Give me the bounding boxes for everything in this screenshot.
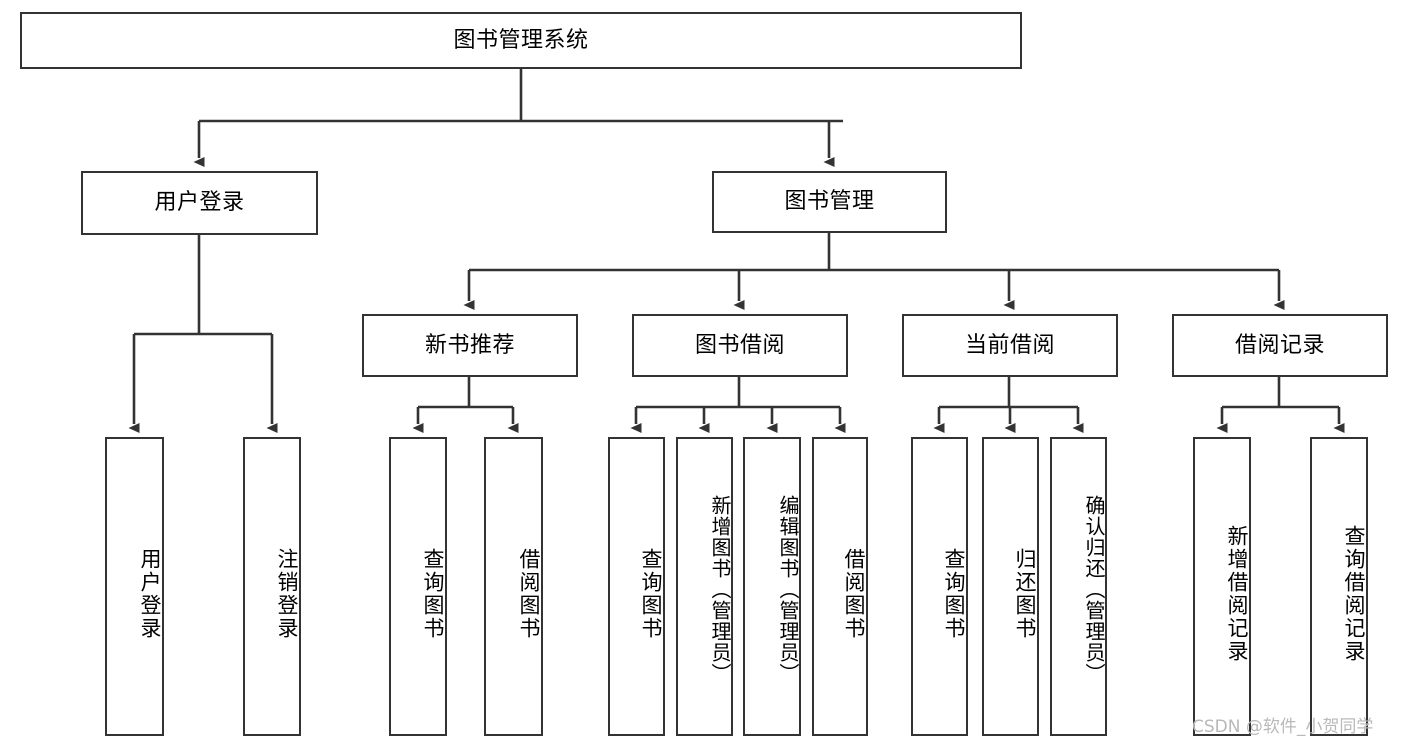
leaf-record-query-record[interactable]: 查询借阅记录 xyxy=(1310,437,1368,736)
node-book-borrow[interactable]: 图书借阅 xyxy=(632,314,848,377)
leaf-newbook-query-books[interactable]: 查询图书 xyxy=(389,437,447,736)
leaf-newbook-borrow-books[interactable]: 借阅图书 xyxy=(484,437,543,736)
node-new-book-recommend[interactable]: 新书推荐 xyxy=(362,314,578,377)
node-borrow-record[interactable]: 借阅记录 xyxy=(1172,314,1388,377)
leaf-borrow-edit-book-admin[interactable]: 编辑图书（管理员） xyxy=(743,437,801,736)
leaf-current-return-books[interactable]: 归还图书 xyxy=(982,437,1039,736)
node-book-management-label: 图书管理 xyxy=(784,189,875,215)
leaf-current-query-books[interactable]: 查询图书 xyxy=(911,437,968,736)
leaf-borrow-edit-book-admin-label: 编辑图书（管理员） xyxy=(776,495,800,684)
node-book-borrow-label: 图书借阅 xyxy=(694,332,785,358)
leaf-newbook-borrow-books-label: 借阅图书 xyxy=(517,547,541,640)
leaf-borrow-query-books-label: 查询图书 xyxy=(639,547,663,640)
csdn-watermark: CSDN @软件_小贺同学 xyxy=(1192,717,1374,737)
leaf-current-return-books-label: 归还图书 xyxy=(1013,547,1037,640)
node-root[interactable]: 图书管理系统 xyxy=(20,12,1022,69)
leaf-record-query-record-label: 查询借阅记录 xyxy=(1342,524,1366,663)
node-borrow-record-label: 借阅记录 xyxy=(1234,332,1325,358)
leaf-record-add-record-label: 新增借阅记录 xyxy=(1225,524,1249,663)
leaf-record-add-record[interactable]: 新增借阅记录 xyxy=(1193,437,1251,736)
leaf-current-confirm-return-admin[interactable]: 确认归还（管理员） xyxy=(1050,437,1107,736)
leaf-borrow-add-book-admin[interactable]: 新增图书（管理员） xyxy=(676,437,733,736)
leaf-user-login[interactable]: 用户登录 xyxy=(105,437,164,736)
leaf-current-confirm-return-admin-label: 确认归还（管理员） xyxy=(1082,495,1106,684)
leaf-user-logout-label: 注销登录 xyxy=(275,547,299,640)
node-new-book-recommend-label: 新书推荐 xyxy=(424,332,515,358)
leaf-newbook-query-books-label: 查询图书 xyxy=(421,547,445,640)
leaf-borrow-query-books[interactable]: 查询图书 xyxy=(608,437,665,736)
leaf-borrow-lend-books-label: 借阅图书 xyxy=(842,547,866,640)
node-current-borrow-label: 当前借阅 xyxy=(964,332,1055,358)
leaf-borrow-lend-books[interactable]: 借阅图书 xyxy=(812,437,868,736)
leaf-current-query-books-label: 查询图书 xyxy=(942,547,966,640)
leaf-user-login-label: 用户登录 xyxy=(138,547,162,640)
node-root-label: 图书管理系统 xyxy=(453,27,589,53)
leaf-user-logout[interactable]: 注销登录 xyxy=(243,437,301,736)
leaf-borrow-add-book-admin-label: 新增图书（管理员） xyxy=(708,495,732,684)
node-book-management[interactable]: 图书管理 xyxy=(712,171,947,233)
node-user-login-label: 用户登录 xyxy=(154,190,245,216)
node-user-login[interactable]: 用户登录 xyxy=(81,171,318,235)
node-current-borrow[interactable]: 当前借阅 xyxy=(902,314,1118,377)
